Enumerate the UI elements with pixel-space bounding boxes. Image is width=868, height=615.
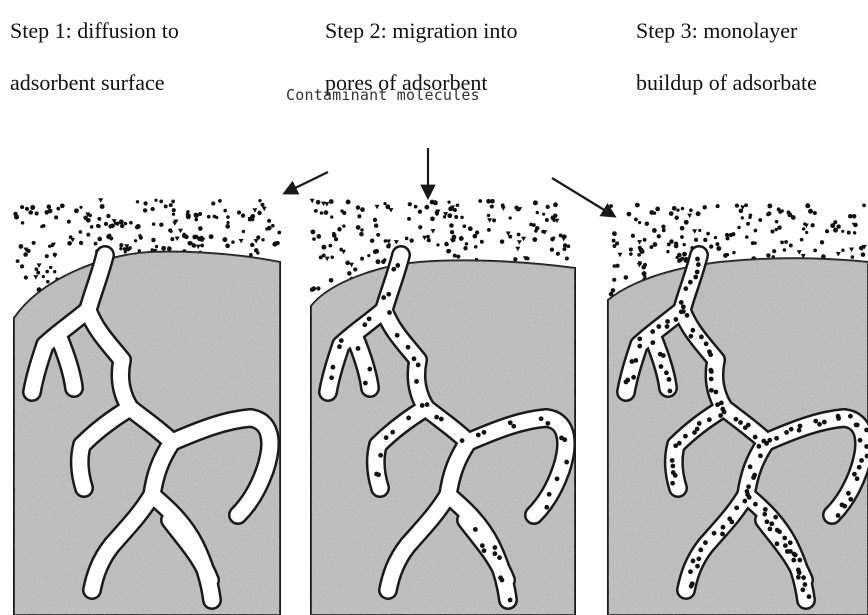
arrow-to-panel1 [285, 172, 328, 193]
panel-step3 [608, 203, 868, 615]
granule-step2 [311, 260, 575, 615]
granule-step3 [608, 258, 868, 615]
arrow-to-panel3 [552, 178, 614, 216]
panel-step1 [13, 198, 281, 615]
panel-step2 [310, 199, 575, 615]
